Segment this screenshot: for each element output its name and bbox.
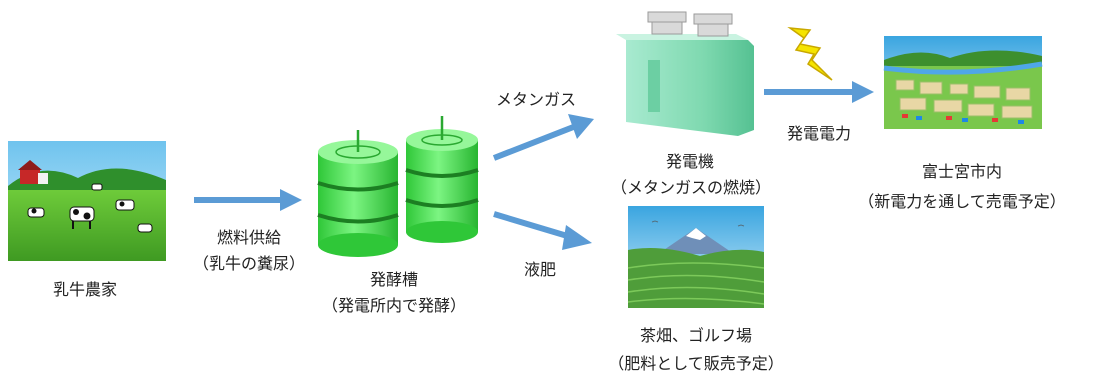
- generator-note: （メタンガスの燃焼）: [610, 178, 771, 197]
- generator-image: [616, 11, 754, 136]
- fermentation-tank-right: [405, 116, 479, 243]
- fuel-supply-note: （乳牛の糞尿）: [192, 254, 305, 273]
- arrow-power: [764, 81, 874, 103]
- dairy-farm-label: 乳牛農家: [52, 280, 117, 299]
- methane-label: メタンガス: [495, 90, 576, 109]
- fields-note: （肥料として販売予定）: [608, 354, 784, 373]
- city-image: [883, 36, 1043, 129]
- tea-field-image: [627, 206, 765, 308]
- fermenter-label: 発酵槽: [369, 270, 418, 289]
- fertilizer-label: 液肥: [523, 260, 556, 279]
- fermenter-note: （発電所内で発酵）: [321, 296, 466, 315]
- lightning-bolt-icon: [787, 26, 833, 81]
- dairy-farm-image: [8, 141, 166, 261]
- fermentation-tank-left: [317, 130, 399, 257]
- city-label: 富士宮市内: [921, 162, 1002, 181]
- fields-label: 茶畑、ゴルフ場: [639, 326, 752, 345]
- arrow-methane: [492, 114, 594, 161]
- city-note: （新電力を通して売電予定）: [858, 192, 1066, 211]
- arrow-fuel-supply: [194, 189, 302, 211]
- generator-label: 発電機: [665, 152, 714, 171]
- fuel-supply-label: 燃料供給: [216, 228, 281, 247]
- power-label: 発電電力: [786, 124, 851, 143]
- arrow-fertilizer: [493, 211, 592, 250]
